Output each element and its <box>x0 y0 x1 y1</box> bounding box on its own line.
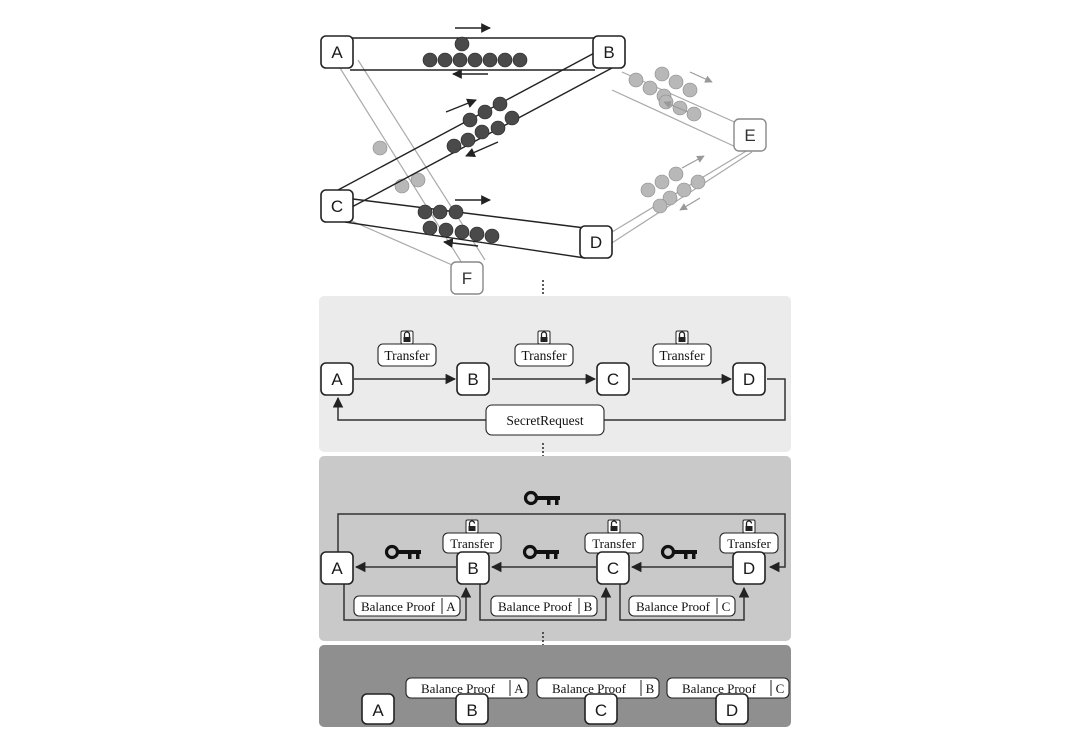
svg-text:D: D <box>590 233 602 252</box>
stage2-node-b: B <box>456 362 490 396</box>
balance-proof-tag-b: Balance Proof B <box>490 595 598 617</box>
unlock-icon <box>607 519 621 534</box>
unlock-icon <box>742 519 756 534</box>
unlock-icon <box>465 519 479 534</box>
light-token-cluster <box>372 66 706 214</box>
svg-text:B: B <box>467 370 478 389</box>
svg-text:Balance Proof: Balance Proof <box>636 599 711 614</box>
dark-token-cluster <box>417 36 528 244</box>
svg-text:A: A <box>331 559 343 578</box>
panel-stage-3 <box>319 456 791 641</box>
svg-text:C: C <box>595 701 607 720</box>
channel-c-d <box>344 197 586 259</box>
svg-text:Transfer: Transfer <box>450 536 494 551</box>
lock-icon <box>675 330 689 345</box>
lock-icon <box>400 330 414 345</box>
lock-icon <box>537 330 551 345</box>
stage4-node-c: C <box>584 693 618 725</box>
svg-text:Transfer: Transfer <box>521 348 567 363</box>
final-balance-proof-a: Balance Proof A <box>405 677 529 699</box>
network-node-c: C <box>320 189 354 223</box>
svg-text:C: C <box>776 681 785 696</box>
svg-text:Transfer: Transfer <box>659 348 705 363</box>
svg-text:F: F <box>462 269 472 288</box>
network-node-a: A <box>320 35 354 69</box>
stage-secret-reveal: Transfer Transfer Transfer A B C D <box>319 456 791 641</box>
network-node-b: B <box>592 35 626 69</box>
panel-stage-2 <box>319 296 791 452</box>
svg-text:E: E <box>744 126 755 145</box>
stage2-node-a: A <box>320 362 354 396</box>
unlocked-transfer-d: Transfer <box>719 519 779 554</box>
unlocked-transfer-b: Transfer <box>442 519 502 554</box>
svg-text:A: A <box>446 599 456 614</box>
stage4-node-b: B <box>455 693 489 725</box>
svg-text:A: A <box>514 681 524 696</box>
network-node-d: D <box>579 225 613 259</box>
secret-request-tag: SecretRequest <box>485 404 605 436</box>
svg-text:Transfer: Transfer <box>727 536 771 551</box>
svg-text:A: A <box>331 370 343 389</box>
stage3-node-d: D <box>732 551 766 585</box>
svg-text:C: C <box>331 197 343 216</box>
secret-reveal-flow <box>337 513 786 573</box>
svg-text:C: C <box>722 599 731 614</box>
stage3-node-c: C <box>596 551 630 585</box>
network-node-f: F <box>450 261 484 295</box>
stage4-node-a: A <box>361 693 395 725</box>
transfer-tag-a-b: Transfer <box>377 330 437 367</box>
svg-text:C: C <box>607 370 619 389</box>
svg-text:Transfer: Transfer <box>592 536 636 551</box>
svg-text:B: B <box>467 559 478 578</box>
stage2-node-c: C <box>596 362 630 396</box>
channel-network: A B C D E F <box>320 23 767 295</box>
stage-locked-transfers: Transfer Transfer Transfer A B C D <box>319 296 791 452</box>
network-node-e: E <box>733 118 767 152</box>
svg-text:D: D <box>743 370 755 389</box>
svg-text:B: B <box>466 701 477 720</box>
svg-text:D: D <box>726 701 738 720</box>
svg-text:Balance Proof: Balance Proof <box>552 681 627 696</box>
svg-text:Balance Proof: Balance Proof <box>498 599 573 614</box>
svg-text:D: D <box>743 559 755 578</box>
svg-text:Transfer: Transfer <box>384 348 430 363</box>
channel-a-b <box>350 37 595 71</box>
balance-proof-tag-a: Balance Proof A <box>353 595 461 617</box>
stage4-node-d: D <box>715 693 749 725</box>
stage-final-balances: Balance Proof A Balance Proof B Balance … <box>319 645 791 727</box>
svg-text:B: B <box>603 43 614 62</box>
svg-text:Balance Proof: Balance Proof <box>361 599 436 614</box>
stage3-node-a: A <box>320 551 354 585</box>
svg-text:A: A <box>331 43 343 62</box>
svg-text:Balance Proof: Balance Proof <box>682 681 757 696</box>
final-balance-proof-c: Balance Proof C <box>666 677 790 699</box>
balance-proof-tag-c: Balance Proof C <box>628 595 736 617</box>
svg-text:B: B <box>646 681 655 696</box>
transfer-tag-b-c: Transfer <box>514 330 574 367</box>
svg-text:A: A <box>372 701 384 720</box>
svg-text:SecretRequest: SecretRequest <box>506 413 583 428</box>
unlocked-transfer-c: Transfer <box>584 519 644 554</box>
svg-text:Balance Proof: Balance Proof <box>421 681 496 696</box>
stage3-node-b: B <box>456 551 490 585</box>
secret-request-flow <box>332 378 786 421</box>
transfer-tag-c-d: Transfer <box>652 330 712 367</box>
stage2-node-d: D <box>732 362 766 396</box>
svg-text:B: B <box>584 599 593 614</box>
svg-text:C: C <box>607 559 619 578</box>
